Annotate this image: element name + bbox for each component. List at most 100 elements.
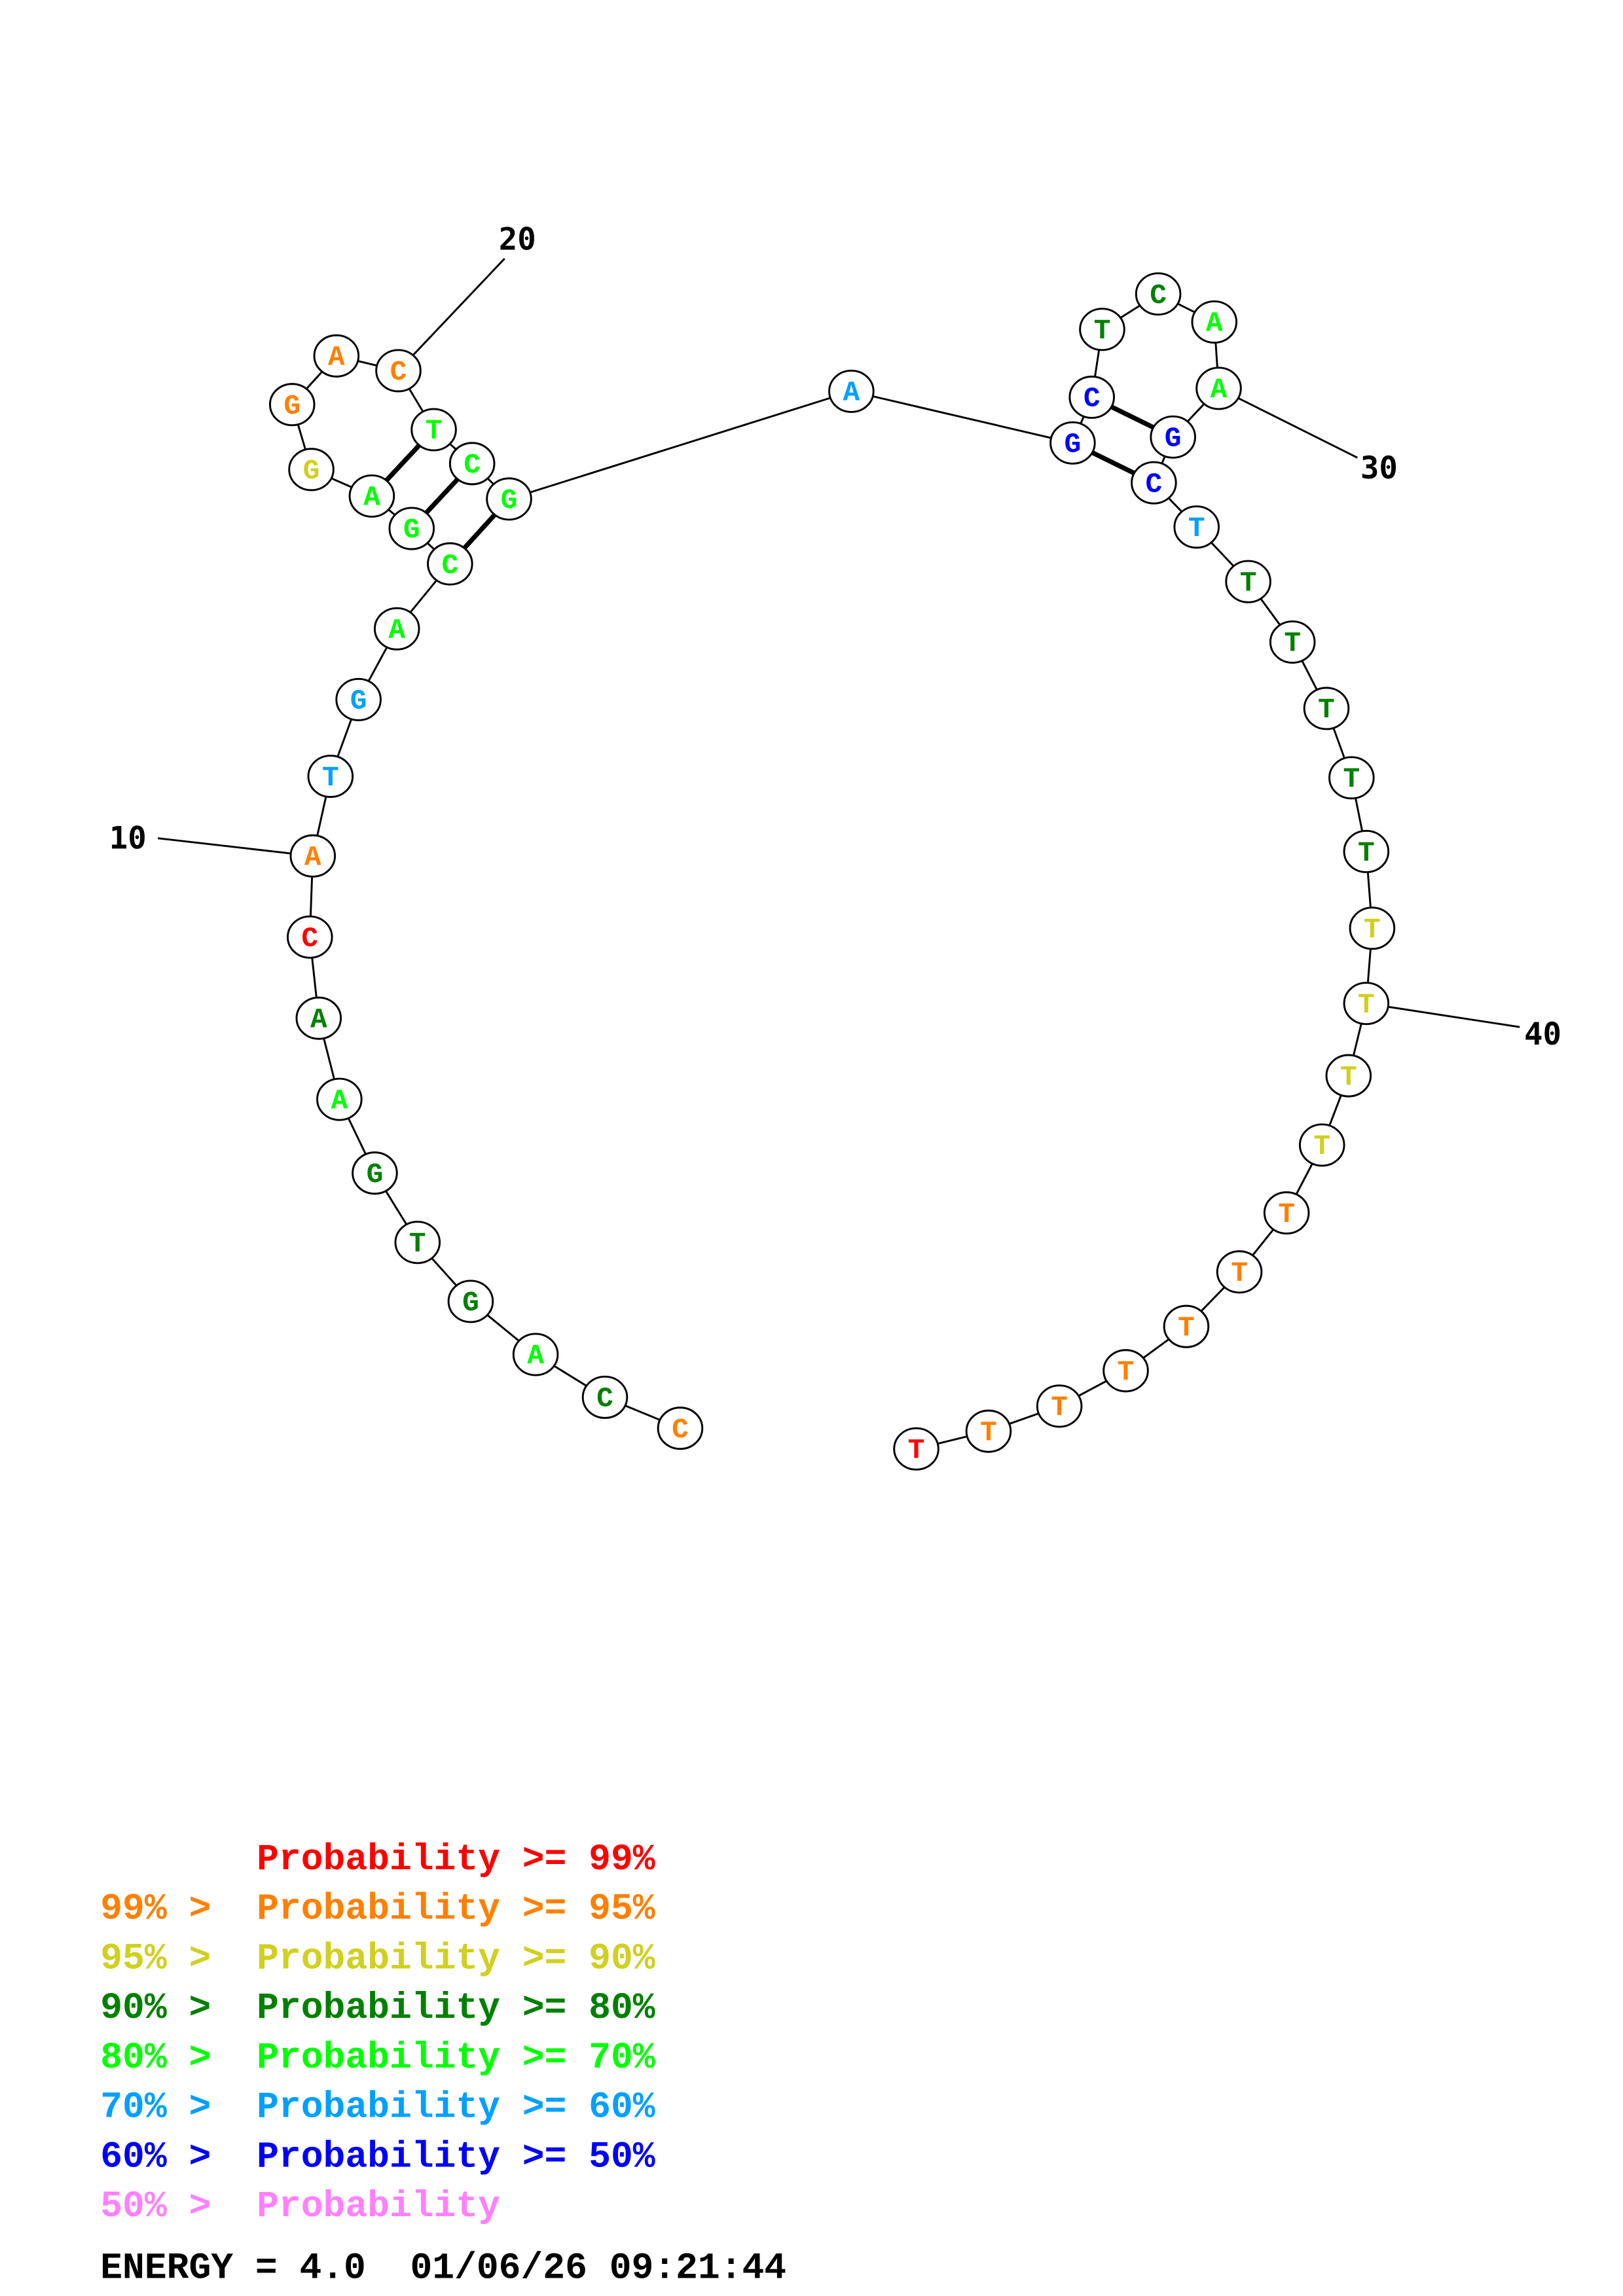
legend-entry: 60% > Probability >= 50% — [100, 2136, 655, 2178]
nucleotide-base: T — [1364, 914, 1381, 946]
nucleotide-14: C — [427, 542, 473, 586]
nucleotide-11: T — [307, 755, 354, 798]
nucleotide-1: C — [657, 1407, 704, 1450]
nucleotide-17: G — [288, 448, 335, 492]
probability-legend: Probability >= 99%99% > Probability >= 9… — [100, 1839, 655, 2227]
nucleotide-circle — [512, 1333, 559, 1376]
index-label: 40 — [1524, 1016, 1561, 1052]
nucleotide-circle — [307, 755, 354, 798]
nucleotide-31: G — [1150, 415, 1196, 459]
nucleotide-base: T — [1094, 315, 1111, 347]
nucleotide-circle — [828, 369, 875, 413]
nucleotide-34: T — [1225, 560, 1271, 603]
nucleotide-base: T — [1340, 1061, 1357, 1093]
nucleotide-base: C — [1146, 468, 1163, 500]
nucleotide-48: T — [965, 1409, 1012, 1453]
nucleotide-circle — [1103, 1349, 1149, 1393]
legend-prefix: 95% > — [100, 1937, 233, 1979]
nucleotide-base: C — [672, 1414, 689, 1446]
nucleotide-13: A — [373, 607, 420, 651]
energy-footer: ENERGY = 4.0 01/06/26 09:21:44 — [100, 2247, 786, 2289]
legend-prefix: 99% > — [100, 1888, 233, 1930]
nucleotide-base: T — [1051, 1391, 1068, 1424]
nucleotide-circle — [268, 383, 316, 427]
nucleotide-base: C — [301, 922, 318, 954]
nucleotide-base: G — [462, 1287, 479, 1319]
nucleotide-47: T — [1036, 1384, 1083, 1428]
nucleotide-33: T — [1173, 505, 1220, 549]
legend-text: Probability — [257, 2185, 500, 2227]
nucleotide-base: C — [442, 549, 459, 581]
nucleotide-4: G — [447, 1280, 494, 1323]
nucleotide-circle — [1343, 982, 1390, 1026]
nucleotide-circle — [1131, 461, 1177, 505]
nucleotide-circle — [965, 1409, 1012, 1453]
nucleotide-10: A — [289, 834, 337, 878]
backbone-segment — [851, 390, 1073, 444]
nucleotide-circle — [410, 408, 457, 452]
nucleotide-16: A — [348, 474, 395, 518]
nucleotide-35: T — [1269, 620, 1316, 664]
legend-text: Probability >= 50% — [257, 2136, 655, 2178]
nucleotide-circle — [1135, 272, 1182, 316]
nucleotide-circle — [427, 542, 473, 586]
nucleotide-base: C — [390, 356, 407, 388]
nucleotide-8: A — [295, 996, 342, 1040]
nucleotide-base: T — [1188, 512, 1205, 545]
legend-prefix: 80% > — [100, 2037, 233, 2079]
nucleotide-base: C — [464, 449, 481, 481]
nucleotide-19: A — [313, 334, 360, 378]
nucleotide-27: T — [1079, 308, 1125, 351]
nucleotide-base: T — [322, 762, 339, 794]
nucleotide-32: C — [1131, 461, 1177, 505]
nucleotide-base: A — [363, 482, 380, 514]
nucleotide-base: T — [409, 1228, 426, 1260]
nucleotide-base: G — [501, 484, 518, 516]
nucleotide-circle — [1298, 1123, 1345, 1167]
nucleotide-base: A — [331, 1085, 348, 1117]
nucleotide-circle — [1328, 756, 1375, 800]
base-pair-lines — [370, 395, 1175, 565]
nucleotide-49: T — [893, 1427, 939, 1471]
index-label: 20 — [499, 222, 536, 258]
nucleotide-43: T — [1263, 1191, 1310, 1235]
nucleotide-base: T — [1343, 763, 1360, 795]
nucleotide-46: T — [1103, 1349, 1149, 1393]
nucleotide-base: G — [1065, 429, 1082, 461]
nucleotide-base: C — [596, 1383, 613, 1415]
nucleotide-circle — [1269, 620, 1316, 664]
nucleotide-circle — [447, 1280, 494, 1323]
nucleotide-base: A — [310, 1003, 327, 1035]
nucleotide-base: A — [843, 377, 860, 409]
index-tick-line — [1366, 1002, 1520, 1028]
nucleotide-circle — [486, 477, 532, 521]
legend-entry: 99% > Probability >= 95% — [100, 1888, 655, 1930]
nucleotide-base: T — [1118, 1356, 1135, 1388]
legend-entry: 95% > Probability >= 90% — [100, 1937, 655, 1979]
nucleotide-circle — [388, 507, 435, 550]
nucleotide-base: G — [367, 1158, 384, 1191]
legend-entry: 80% > Probability >= 70% — [100, 2037, 655, 2079]
nucleotide-9: C — [286, 915, 333, 959]
nucleotide-41: T — [1325, 1054, 1372, 1098]
nucleotide-base: T — [1240, 567, 1257, 599]
nucleotide-circle — [657, 1407, 704, 1450]
nucleotide-circle — [1079, 308, 1125, 351]
legend-text: Probability >= 90% — [257, 1937, 655, 1979]
nucleotide-circle — [893, 1427, 939, 1471]
nucleotide-circle — [316, 1077, 363, 1121]
nucleotide-circle — [394, 1221, 441, 1265]
index-tick-line — [157, 837, 313, 857]
legend-prefix: 70% > — [100, 2087, 233, 2128]
nucleotide-circle — [448, 442, 496, 486]
nucleotide-18: G — [268, 383, 316, 427]
index-tick-line — [397, 258, 505, 372]
nucleotide-circle — [1225, 560, 1271, 603]
nucleotide-circle — [1150, 415, 1196, 459]
nucleotide-44: T — [1216, 1250, 1263, 1294]
nucleotide-36: T — [1303, 687, 1350, 730]
nucleotide-25: G — [1049, 421, 1096, 465]
nucleotide-circle — [286, 915, 333, 959]
nucleotide-circle — [1163, 1304, 1210, 1348]
